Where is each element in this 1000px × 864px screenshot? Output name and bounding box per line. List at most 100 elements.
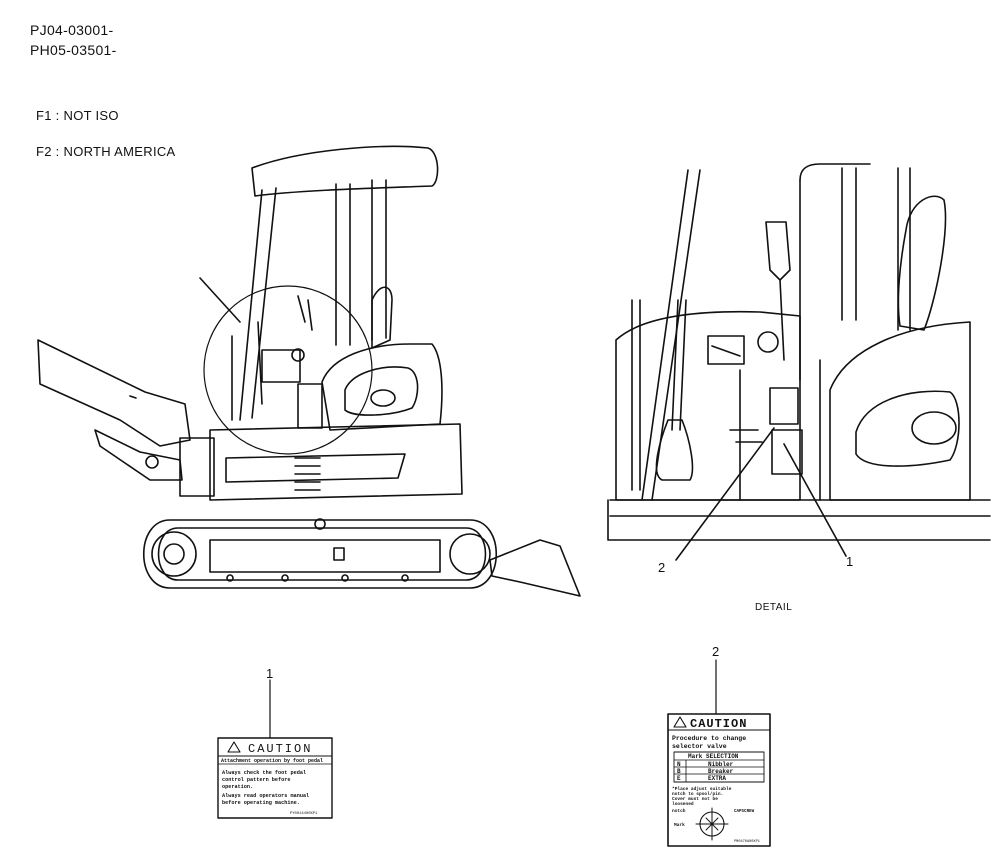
detail-hood-vent bbox=[855, 390, 960, 467]
decal-1-title: CAUTION bbox=[248, 742, 312, 756]
decal-2-row-mark: E bbox=[677, 775, 681, 782]
idler-wheel bbox=[449, 533, 491, 575]
boom-pin bbox=[145, 455, 159, 469]
canopy-front-post bbox=[239, 187, 277, 421]
step-grip bbox=[294, 457, 321, 491]
lever-boot bbox=[655, 419, 694, 481]
track-roller bbox=[341, 574, 349, 582]
decal-2-row-mark: B bbox=[677, 768, 681, 775]
decal-2-row-mark: N bbox=[677, 761, 681, 768]
decal-1-line: before operating machine. bbox=[222, 800, 300, 806]
panel-edges bbox=[739, 359, 821, 501]
detail-view bbox=[607, 163, 991, 561]
boom-mark bbox=[129, 395, 137, 399]
decal-1-location bbox=[769, 387, 799, 425]
carrier-roller bbox=[314, 518, 326, 530]
decal-2-callout: 2 bbox=[712, 644, 719, 659]
detail-rail bbox=[799, 163, 871, 181]
operator-seat bbox=[371, 286, 393, 349]
boom-cylinder bbox=[94, 429, 183, 481]
decal-2-table-header: Mark SELECTION bbox=[688, 753, 739, 760]
hood-emblem bbox=[370, 389, 396, 407]
model-serial-code-2: PH05-03501- bbox=[30, 42, 117, 58]
decal-2-line: selector valve bbox=[672, 743, 727, 750]
decal-2-capscrew: CAPSCREW bbox=[734, 810, 755, 814]
decal-1-line: Always check the foot pedal bbox=[222, 770, 306, 776]
decal-2-note: notch bbox=[672, 808, 686, 814]
detail-label: DETAIL bbox=[755, 602, 793, 613]
detail-gauge-icon bbox=[757, 331, 779, 353]
decal-2-part-no: PM0470A00XP1 bbox=[734, 840, 760, 844]
decal-2-row-value: Breaker bbox=[708, 768, 734, 775]
track-plate bbox=[333, 547, 345, 561]
decal-1-callout: 1 bbox=[266, 666, 273, 681]
canopy-roof bbox=[251, 145, 439, 197]
track-roller bbox=[226, 574, 234, 582]
warning-triangle-icon bbox=[227, 741, 241, 753]
control-box bbox=[261, 349, 301, 383]
detail-base bbox=[607, 499, 991, 541]
canopy-center-post bbox=[335, 183, 351, 346]
track-frame bbox=[209, 539, 441, 573]
selector-dial-crosshair bbox=[705, 817, 719, 831]
crawler-track bbox=[142, 519, 498, 589]
travel-lever bbox=[671, 299, 687, 431]
leader-line-1 bbox=[783, 443, 847, 557]
footnote-f1: F1 : NOT ISO bbox=[36, 108, 119, 123]
leader-line-2 bbox=[675, 427, 775, 561]
detail-console bbox=[615, 310, 801, 501]
track-inner bbox=[157, 527, 487, 581]
decal-1-border bbox=[217, 737, 333, 819]
detail-switch bbox=[711, 345, 741, 357]
upper-frame bbox=[209, 423, 463, 501]
detail-floor bbox=[609, 499, 991, 517]
decal-2-location bbox=[771, 429, 803, 475]
boom-arm bbox=[37, 339, 191, 447]
decal-2-row-value: EXTRA bbox=[708, 775, 726, 782]
decal-2-note: *Place adjust suitable bbox=[672, 786, 732, 792]
track-roller bbox=[401, 574, 409, 582]
detail-lever bbox=[631, 299, 641, 491]
decal-2-row-value: Nibbler bbox=[708, 761, 734, 768]
decal-2-note: notch to spool/pin. bbox=[672, 791, 723, 797]
decal-2 bbox=[667, 659, 771, 847]
decal-1-part-no: PY0014400XP1 bbox=[290, 812, 318, 816]
decal-1 bbox=[217, 679, 333, 819]
decal-area bbox=[297, 383, 323, 429]
decal-1-line: control pattern before bbox=[222, 777, 291, 783]
decal-1-subtitle: Attachment operation by foot pedal bbox=[221, 758, 323, 764]
sprocket bbox=[151, 531, 197, 577]
canopy-rear-post bbox=[371, 179, 387, 341]
detail-callout-1: 1 bbox=[846, 554, 853, 569]
detail-hood-emblem bbox=[911, 411, 957, 445]
decal-2-title: CAUTION bbox=[690, 717, 747, 731]
gauge-icon bbox=[291, 348, 305, 362]
detail-seat-back bbox=[897, 195, 947, 331]
control-levers bbox=[231, 295, 313, 421]
detail-callout-2: 2 bbox=[658, 560, 665, 575]
decal-2-note: Cover must not be bbox=[672, 796, 718, 802]
decal-1-line: Always read operators manual bbox=[222, 793, 309, 799]
track-roller bbox=[281, 574, 289, 582]
decal-2-border bbox=[667, 713, 771, 847]
excavator-side-view bbox=[37, 145, 581, 597]
detail-post bbox=[841, 167, 857, 321]
decal-1-line: operation. bbox=[222, 784, 253, 790]
model-serial-code-1: PJ04-03001- bbox=[30, 22, 114, 38]
detail-post bbox=[897, 167, 911, 331]
joystick-shaft bbox=[779, 279, 785, 361]
decal-2-mark-label: Mark bbox=[674, 822, 685, 828]
decal-2-note: loosened bbox=[672, 801, 694, 807]
detail-slots bbox=[729, 429, 763, 443]
swing-bracket bbox=[179, 437, 215, 497]
dozer-blade bbox=[489, 539, 581, 597]
decal-2-line: Procedure to change bbox=[672, 735, 746, 742]
leader-line bbox=[199, 277, 241, 323]
footnote-f2: F2 : NORTH AMERICA bbox=[36, 144, 176, 159]
detail-hood bbox=[829, 321, 971, 501]
engine-hood bbox=[321, 343, 443, 431]
warning-triangle-icon bbox=[673, 716, 687, 728]
detail-control-box bbox=[707, 335, 745, 365]
hood-vent bbox=[344, 366, 419, 416]
